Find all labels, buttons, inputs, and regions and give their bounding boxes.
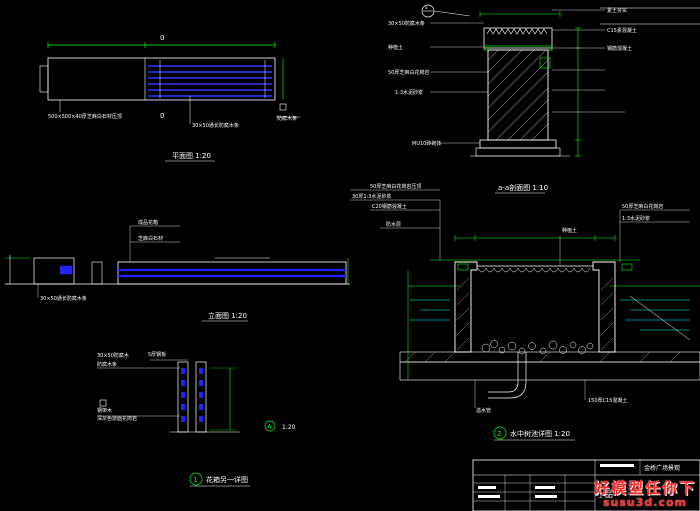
- flowerbox-note-2: 5厚钢板: [148, 351, 166, 358]
- flowerbox-title-marker: [189, 472, 203, 486]
- tree-pool-note-l3: C20钢筋混凝土: [372, 203, 407, 210]
- watermark-line-1: 好模型任你下: [593, 479, 696, 497]
- plan-dim-right: 0: [160, 112, 164, 120]
- tree-pool-note-r2: 1:3水泥砂浆: [622, 215, 650, 222]
- tree-pool-note-l1: 50厚芝麻白花岗岩压顶: [370, 183, 421, 190]
- callout-number: A: [268, 424, 273, 431]
- section-hatch: [487, 49, 549, 141]
- tree-pool-note-top: 种植土: [562, 227, 577, 234]
- flowerbox-note-1: 30×50防腐木: [97, 352, 129, 359]
- title-block-project: 金桥广场景观: [644, 464, 680, 472]
- tree-pool-note-l4: 防水层: [386, 221, 401, 228]
- flowerbox-number: 1: [193, 476, 197, 484]
- tree-pool-water: [410, 299, 690, 331]
- tree-pool-title: 水中树池详图 1:20: [510, 429, 570, 438]
- tree-pool-pebbles: [481, 340, 594, 355]
- tree-pool-note-bottom-l: 溢水管: [476, 407, 491, 414]
- plan-note-strip: 30×50通长防腐木条: [192, 122, 239, 129]
- section-note-2: 种植土: [388, 44, 403, 51]
- plan-wood-strips: [148, 65, 272, 97]
- section-title: a-a剖面图 1:10: [498, 183, 548, 192]
- plan-note-left: 500×500×40厚芝麻白石材压顶: [48, 113, 122, 120]
- section-note-1: 30×50防腐木条: [388, 20, 425, 27]
- tree-pool-note-bottom-r: 150厚C15混凝土: [588, 397, 627, 404]
- section-plant-soil: [486, 28, 548, 35]
- flowerbox-note-5: 深灰色烧面花岗岩: [97, 415, 137, 422]
- plan-dim-top: 0: [160, 34, 164, 42]
- elevation-note-1: 成品花箱: [138, 219, 158, 226]
- plan-view: 0 0 500×500×40厚芝麻白石材压顶 30×50通长防腐木条 防腐木条 …: [39, 34, 300, 162]
- section-note-7: C15素混凝土: [607, 27, 637, 34]
- flowerbox-strips: [181, 368, 203, 422]
- title-block-sheet: 小品: [597, 490, 613, 499]
- section-note-6: 素土夯实: [607, 7, 627, 14]
- tree-pool-note-l2: 30厚1:3水泥砂浆: [352, 193, 391, 200]
- flowerbox-note-3: 防腐木条: [97, 361, 117, 368]
- watermark-line-2: susu3d.com: [602, 496, 687, 509]
- callout-scale: 1:20: [282, 424, 296, 431]
- tree-pool-note-r1: 50厚芝麻白花岗岩: [622, 203, 663, 210]
- plan-title: 平面图 1:20: [172, 152, 211, 160]
- elevation-note-3: 30×50通长防腐木条: [40, 295, 87, 302]
- section-note-3: 50厚芝麻白花岗岩: [388, 69, 429, 76]
- elevation-box: [117, 261, 347, 285]
- section-aa: a 30×50防腐木条 种植土 50: [388, 4, 700, 194]
- elevation-note-2: 芝麻白石材: [138, 235, 163, 242]
- section-note-4: 1:3水泥砂浆: [395, 89, 423, 96]
- tree-pool-detail: 50厚芝麻白花岗岩压顶 30厚1:3水泥砂浆 C20钢筋混凝土 防水层 种植土 …: [350, 183, 700, 441]
- plan-note-wood: 防腐木条: [277, 115, 297, 122]
- tree-pool-number: 2: [497, 430, 501, 438]
- flowerbox-title: 花箱另一详图: [206, 475, 248, 484]
- callout-circle-a: [264, 420, 276, 432]
- tree-pool-grass: [477, 267, 591, 273]
- elevation-title: 立面图 1:20: [208, 311, 247, 320]
- section-note-5: MU10砖砌体: [412, 140, 441, 147]
- tree-pool-title-marker: [493, 426, 507, 440]
- elevation-view: 成品花箱 芝麻白石材 30×50通长防腐木条 立面图 1:20: [5, 219, 350, 322]
- flowerbox-note-4: 钢架木: [97, 407, 112, 414]
- section-note-8: 钢筋混凝土: [607, 45, 632, 52]
- watermark-logo: 好模型任你下 susu3d.com: [594, 480, 696, 509]
- title-block: 金桥广场景观 小品: [472, 459, 700, 511]
- flowerbox-detail: 30×50防腐木 5厚钢板 防腐木条 钢架木 深灰色烧面花岗岩 A 1:20 1…: [97, 351, 296, 487]
- section-a-label: a: [425, 5, 428, 10]
